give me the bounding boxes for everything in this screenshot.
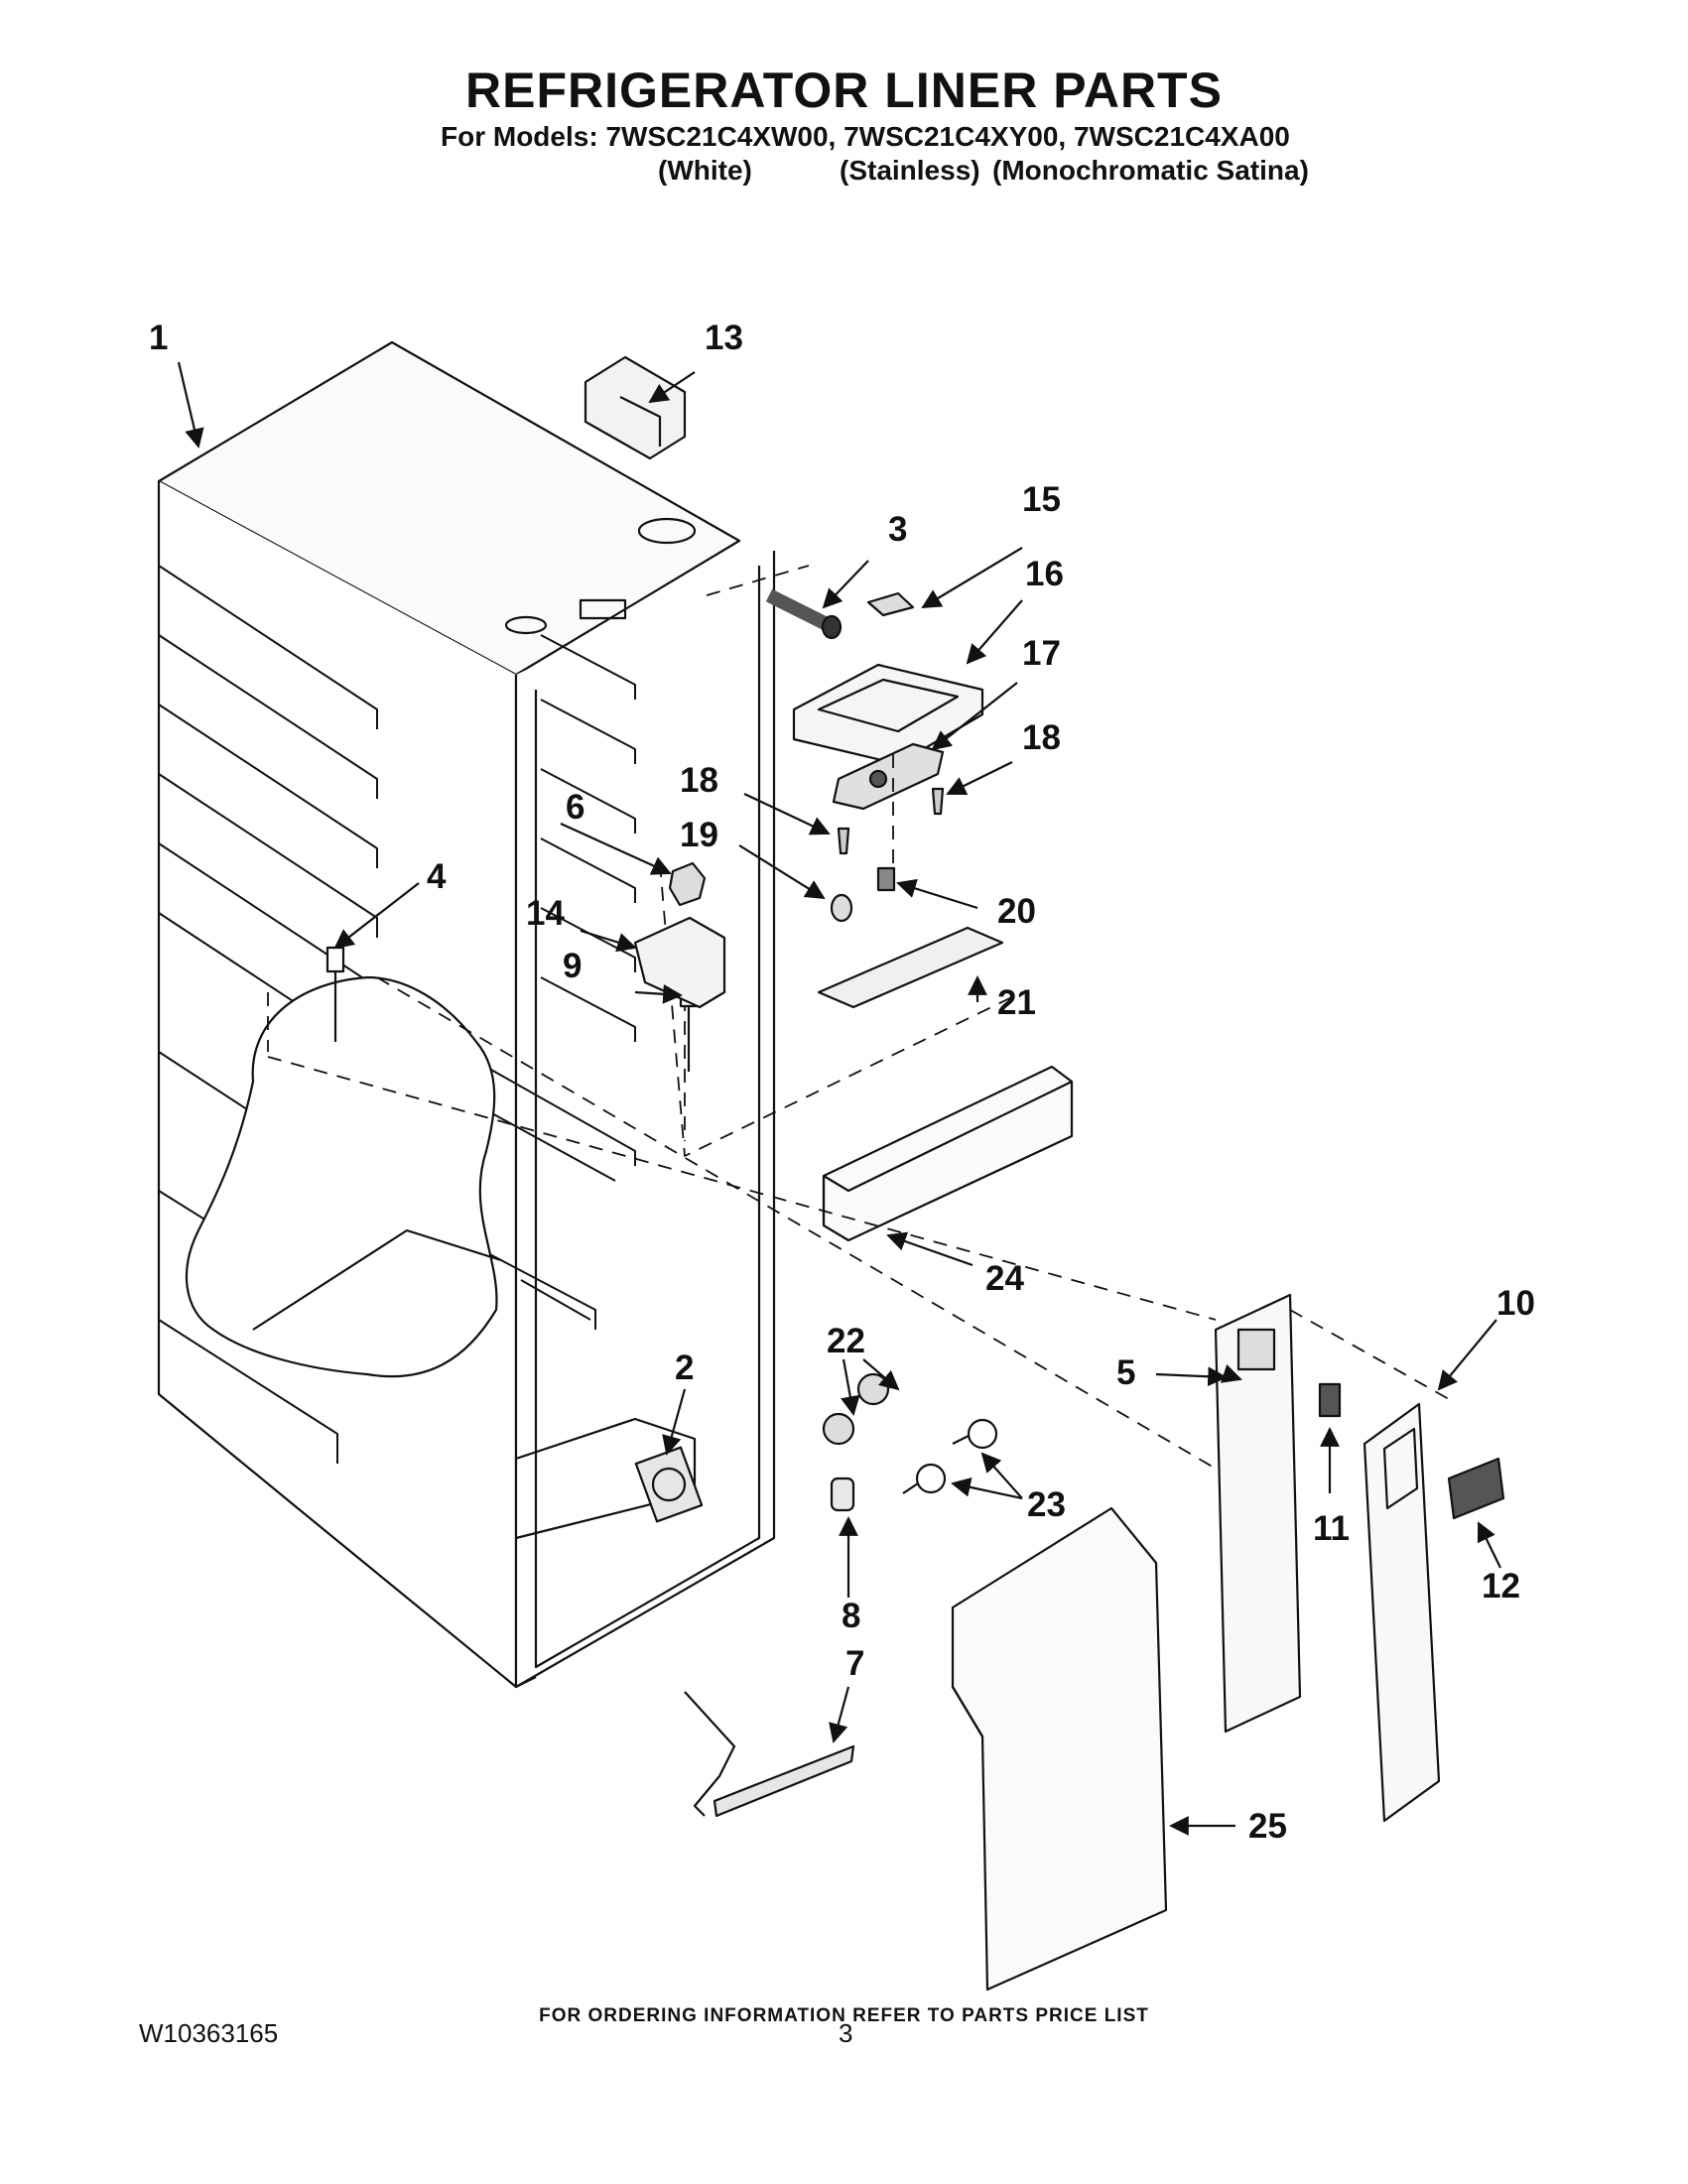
variant-satina: (Monochromatic Satina) — [992, 155, 1309, 186]
models-line: For Models: 7WSC21C4XW00, 7WSC21C4XY00, … — [441, 121, 1290, 152]
callout-labels: 1 2 3 4 5 6 7 8 9 10 11 12 13 14 15 16 1… — [149, 319, 1535, 1846]
callout-24: 24 — [985, 1259, 1024, 1298]
part-24-channel — [822, 1065, 1074, 1242]
document-number: W10363165 — [139, 2018, 279, 2048]
callout-1: 1 — [149, 319, 168, 357]
part-10-panel — [1363, 1402, 1441, 1823]
part-14-bracket — [633, 916, 726, 1009]
part-6-clip — [668, 861, 707, 907]
part-13-bracket — [584, 355, 687, 460]
part-19-bulb — [830, 893, 853, 923]
parts-22-23 — [822, 1372, 998, 1494]
part-17-light — [832, 742, 945, 811]
callout-2: 2 — [675, 1349, 694, 1387]
part-21-cover — [817, 926, 1004, 1009]
part-11 — [1318, 1382, 1342, 1418]
variant-stainless: (Stainless) — [840, 155, 980, 186]
part-7-heater — [684, 1691, 855, 1818]
callout-18b: 18 — [1022, 718, 1061, 757]
callout-5: 5 — [1116, 1353, 1135, 1392]
part-20-socket — [876, 866, 896, 892]
part-5-panel — [1214, 1293, 1302, 1734]
part-16-housing — [792, 663, 984, 766]
callout-3: 3 — [888, 510, 907, 549]
callout-14: 14 — [526, 894, 565, 933]
part-3-cylinder — [765, 588, 843, 640]
callout-17: 17 — [1022, 634, 1061, 673]
part-8 — [830, 1477, 855, 1512]
part-12 — [1447, 1457, 1505, 1520]
callout-11: 11 — [1313, 1509, 1350, 1548]
callout-20: 20 — [997, 892, 1036, 931]
callout-21: 21 — [997, 983, 1036, 1022]
callout-8: 8 — [842, 1597, 860, 1635]
callout-10: 10 — [1496, 1284, 1535, 1323]
ordering-note: FOR ORDERING INFORMATION REFER TO PARTS … — [539, 2005, 1149, 2026]
callout-6: 6 — [566, 788, 584, 827]
callout-9: 9 — [563, 947, 582, 985]
part-18-screw-left — [837, 827, 850, 855]
cabinet-liner — [157, 340, 776, 1689]
part-15-clip — [866, 591, 915, 617]
callout-19: 19 — [680, 816, 718, 854]
callout-12: 12 — [1482, 1567, 1520, 1606]
variant-white: (White) — [658, 155, 752, 186]
callout-25: 25 — [1248, 1807, 1287, 1846]
page-number: 3 — [839, 2018, 853, 2048]
callout-15: 15 — [1022, 480, 1061, 519]
part-18-screw-right — [931, 787, 945, 816]
callout-16: 16 — [1025, 555, 1064, 593]
callout-23: 23 — [1027, 1485, 1066, 1524]
part-25-cover — [951, 1506, 1168, 1991]
callout-13: 13 — [705, 319, 743, 357]
callout-7: 7 — [845, 1644, 864, 1683]
callout-4: 4 — [427, 857, 447, 896]
callout-22: 22 — [827, 1322, 865, 1360]
callout-18a: 18 — [680, 761, 718, 800]
page-title: REFRIGERATOR LINER PARTS — [465, 63, 1223, 118]
